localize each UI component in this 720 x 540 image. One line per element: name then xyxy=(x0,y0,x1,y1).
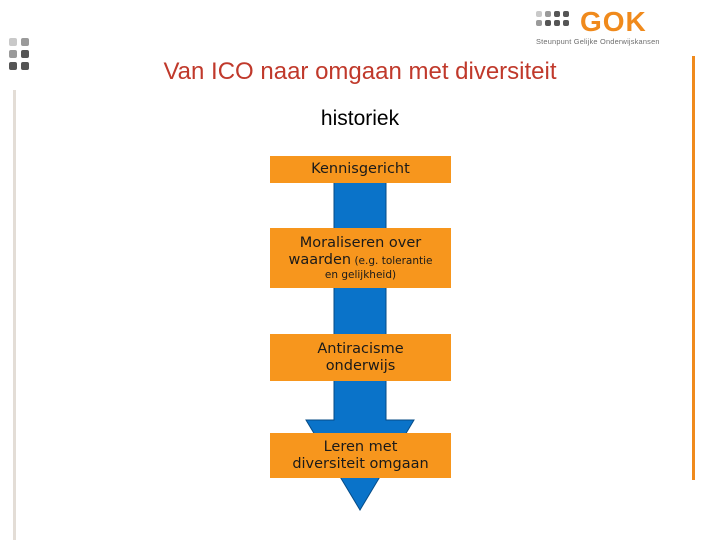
flow-step-3-line1: Antiracisme xyxy=(317,340,404,357)
flow-step-1-label: Kennisgericht xyxy=(311,161,410,177)
slide-title: Van ICO naar omgaan met diversiteit xyxy=(163,58,557,85)
flow-step-2-line1: Moraliseren over xyxy=(299,234,422,251)
logo-tagline: Steunpunt Gelijke Onderwijskansen xyxy=(536,37,660,46)
logo-dot-icon xyxy=(536,11,576,33)
slide-subtitle: historiek xyxy=(320,107,400,130)
decorative-dot-grid xyxy=(9,38,33,82)
flow-step-1: Kennisgericht xyxy=(270,156,451,183)
flow-step-3-line2: onderwijs xyxy=(325,357,396,374)
flow-step-2-main: waarden xyxy=(288,251,352,268)
flow-step-4-line1: Leren met xyxy=(323,438,398,455)
flow-step-2-line3: en gelijkheid) xyxy=(324,268,397,281)
logo-wordmark: GOK xyxy=(580,6,647,37)
left-divider xyxy=(13,90,16,540)
flow-step-4-line2: diversiteit omgaan xyxy=(292,455,429,472)
flow-step-4: Leren met diversiteit omgaan xyxy=(270,433,451,478)
right-accent-rule xyxy=(692,56,695,480)
flow-step-2-line2: waarden (e.g. tolerantie xyxy=(288,252,432,269)
gok-logo: GOK Steunpunt Gelijke Onderwijskansen xyxy=(536,6,684,48)
flow-step-3: Antiracisme onderwijs xyxy=(270,334,451,381)
flow-step-2: Moraliseren over waarden (e.g. toleranti… xyxy=(270,228,451,288)
flow-step-2-note: (e.g. tolerantie xyxy=(351,254,433,267)
